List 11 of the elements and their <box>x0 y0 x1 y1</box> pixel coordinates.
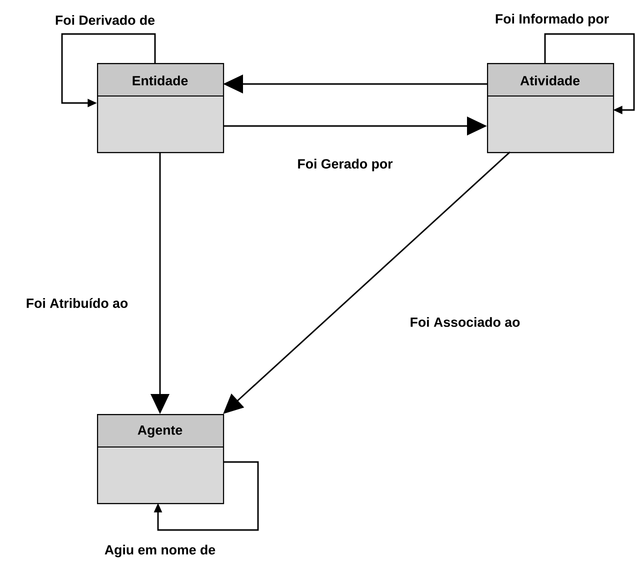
edge-label: Foi Atribuído ao <box>24 296 130 310</box>
arrow <box>154 461 259 531</box>
class-box: Atividade <box>487 63 614 154</box>
edge-label: Foi Gerado por <box>296 157 394 173</box>
class-box: Agente <box>97 414 224 504</box>
edge-label: Foi Derivado de <box>54 14 156 26</box>
class-box: Entidade <box>97 63 224 154</box>
edge-label: Foi Associado ao <box>408 316 522 328</box>
arrow <box>544 33 635 114</box>
edge-label: Foi Informado por <box>494 12 610 28</box>
edge-label: Agiu em nome de <box>103 543 217 559</box>
